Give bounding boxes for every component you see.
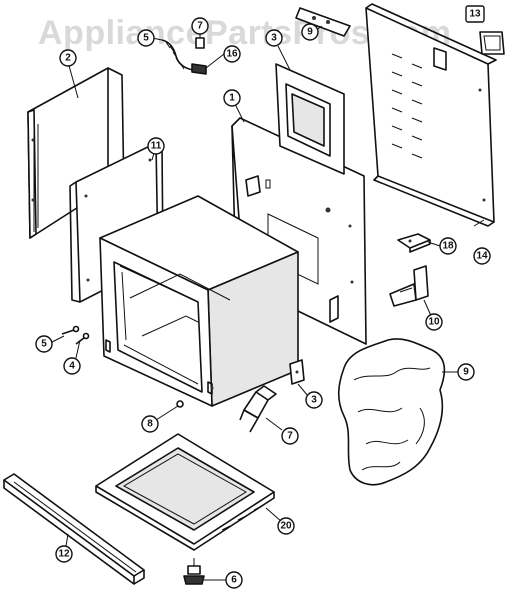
callout-7: 7 <box>191 17 209 35</box>
svg-text:3: 3 <box>271 33 277 44</box>
svg-text:8: 8 <box>147 419 153 430</box>
callout-11: 11 <box>147 137 165 155</box>
svg-text:6: 6 <box>231 575 237 586</box>
callout-9-lower: 9 <box>457 363 475 381</box>
svg-text:7: 7 <box>197 21 203 32</box>
svg-text:13: 13 <box>469 9 481 20</box>
callout-3: 3 <box>265 29 283 47</box>
svg-text:11: 11 <box>151 141 162 152</box>
svg-text:14: 14 <box>476 251 488 262</box>
part-bracket-10 <box>389 265 429 307</box>
callout-3-lower: 3 <box>305 391 323 409</box>
svg-text:5: 5 <box>41 339 47 350</box>
callout-7-lower: 7 <box>281 427 299 445</box>
part-screws-5-4 <box>61 325 90 345</box>
part-leveling-leg <box>183 558 205 585</box>
callout-1: 1 <box>223 89 241 107</box>
callout-5-lower: 5 <box>35 335 53 353</box>
callout-2: 2 <box>59 49 77 67</box>
callout-16: 16 <box>223 45 241 63</box>
part-broiler-tray <box>95 433 275 551</box>
part-bracket-18 <box>397 233 431 253</box>
svg-text:16: 16 <box>226 49 238 60</box>
callout-10: 10 <box>425 313 443 331</box>
part-small-plate <box>479 31 505 55</box>
part-trim-strip <box>3 473 145 585</box>
callout-18: 18 <box>439 237 457 255</box>
svg-text:3: 3 <box>311 395 317 406</box>
part-screw-8 <box>176 400 184 408</box>
part-hinge-receiver <box>239 385 277 433</box>
callout-6: 6 <box>225 571 243 589</box>
callout-4: 4 <box>63 357 81 375</box>
svg-text:7: 7 <box>287 431 293 442</box>
callout-12: 12 <box>55 545 73 563</box>
svg-text:4: 4 <box>69 361 75 372</box>
callout-20: 20 <box>277 517 295 535</box>
svg-text:1: 1 <box>229 93 235 104</box>
part-oven-cavity <box>99 195 299 407</box>
part-oven-sensor <box>161 37 207 75</box>
leader-lines <box>51 25 485 581</box>
part-rear-shield <box>365 3 497 227</box>
callout-14: 14 <box>473 247 491 265</box>
svg-text:18: 18 <box>442 241 454 252</box>
part-insulation-blanket <box>337 338 446 486</box>
part-door-window <box>275 63 345 175</box>
callout-9: 9 <box>301 23 319 41</box>
svg-text:9: 9 <box>307 27 313 38</box>
svg-text:10: 10 <box>428 317 440 328</box>
svg-text:12: 12 <box>58 549 70 560</box>
callout-13: 13 <box>465 5 485 23</box>
svg-text:9: 9 <box>463 367 469 378</box>
svg-text:2: 2 <box>65 53 71 64</box>
callout-5: 5 <box>137 29 155 47</box>
callout-8: 8 <box>141 415 159 433</box>
svg-text:5: 5 <box>143 33 149 44</box>
svg-text:20: 20 <box>280 521 292 532</box>
part-terminal-block <box>295 7 351 37</box>
part-latch-plate <box>289 359 305 385</box>
